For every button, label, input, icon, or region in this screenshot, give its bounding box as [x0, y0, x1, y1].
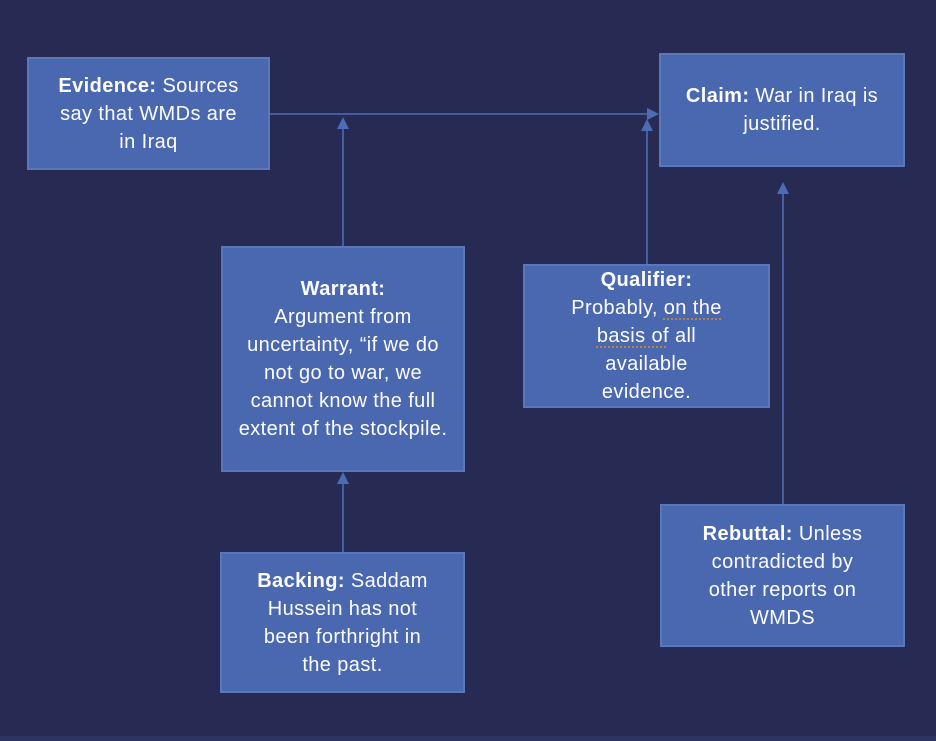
evidence-box: Evidence: Sources say that WMDs are in I… [27, 57, 270, 170]
backing-body: Saddam Hussein has not been forthright i… [263, 569, 428, 676]
warrant-label: Warrant: [300, 278, 386, 300]
arrow-qualifier-up-head [641, 119, 653, 131]
backing-box: Backing: Saddam Hussein has not been for… [220, 552, 465, 693]
evidence-label: Evidence: [58, 74, 157, 97]
warrant-box: Warrant: Argument from uncertainty, “if … [221, 246, 465, 472]
evidence-text: Evidence: Sources say that WMDs are in I… [51, 72, 246, 156]
warrant-text: Warrant: Argument from uncertainty, “if … [237, 275, 449, 443]
claim-body: War in Iraq is justified. [743, 85, 879, 135]
rebuttal-text: Rebuttal: Unless contradicted by other r… [690, 520, 875, 632]
arrow-backing-to-warrant-head [337, 472, 349, 484]
arrow-warrant-up-head [337, 117, 349, 129]
claim-label: Claim: [685, 85, 750, 107]
qualifier-body-underlined: on the basis of [596, 297, 722, 347]
qualifier-body-2: all available evidence. [601, 325, 697, 403]
backing-text: Backing: Saddam Hussein has not been for… [248, 567, 437, 679]
claim-box: Claim: War in Iraq is justified. [659, 53, 905, 167]
bottom-edge-highlight [0, 736, 936, 741]
rebuttal-body: Unless contradicted by other reports on … [708, 522, 863, 629]
arrow-rebuttal-to-claim-head [777, 182, 789, 194]
qualifier-text: Qualifier: Probably, on the basis of all… [561, 266, 732, 406]
rebuttal-box: Rebuttal: Unless contradicted by other r… [660, 504, 905, 647]
rebuttal-label: Rebuttal: [702, 522, 793, 545]
evidence-body: Sources say that WMDs are in Iraq [60, 74, 239, 153]
qualifier-body-1: Probably, [571, 297, 658, 319]
backing-label: Backing: [257, 569, 345, 592]
claim-text: Claim: War in Iraq is justified. [685, 82, 879, 138]
arrow-evidence-to-claim-head [647, 108, 659, 120]
qualifier-box: Qualifier: Probably, on the basis of all… [523, 264, 770, 408]
warrant-body: Argument from uncertainty, “if we do not… [238, 306, 448, 440]
qualifier-label: Qualifier: [600, 269, 693, 291]
